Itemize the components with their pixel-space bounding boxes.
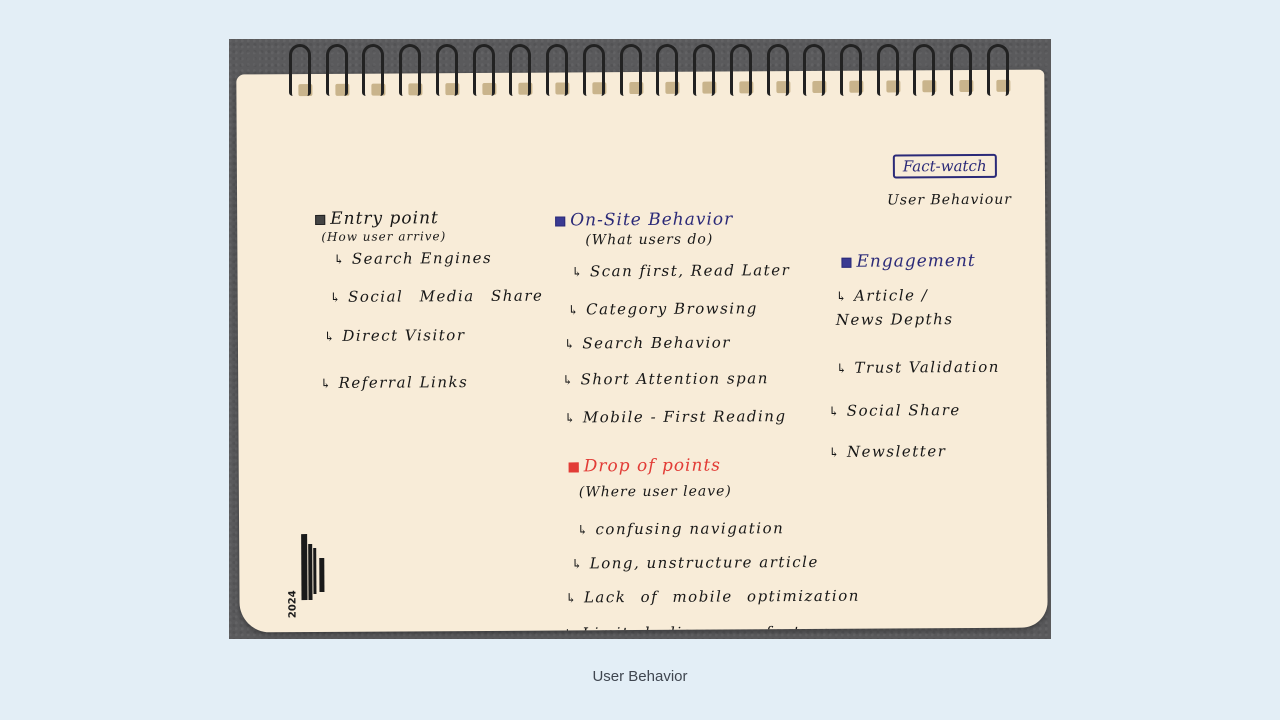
entry-title: Entry point (330, 208, 439, 229)
arrow-icon: ↳ (828, 404, 841, 420)
onsite-item: ↳Short Attention span (562, 369, 769, 389)
dropoff-subtitle: (Where user leave) (578, 483, 732, 501)
arrow-icon: ↳ (571, 265, 584, 281)
onsite-item: ↳Category Browsing (567, 299, 758, 319)
entry-item: ↳Search Engines (333, 248, 493, 268)
entry-item: ↳Direct Visitor (323, 326, 466, 345)
onsite-heading: On-Site Behavior (555, 209, 733, 230)
dropoff-item: ↳confusing navigation (577, 519, 785, 539)
arrow-icon: ↳ (562, 373, 575, 389)
stamp-logo: 2024 (287, 534, 325, 618)
engagement-title: Engagement (856, 250, 976, 272)
onsite-item: ↳Mobile - First Reading (564, 407, 787, 427)
dropoff-item: ↳Limited discovery feature. (564, 623, 838, 633)
dropoff-heading: Drop of points (568, 455, 722, 477)
entry-heading: Entry point (315, 208, 439, 229)
arrow-icon: ↳ (567, 303, 581, 319)
dropoff-title: Drop of points (583, 455, 722, 477)
checkbox-icon (568, 461, 579, 472)
arrow-icon: ↳ (565, 591, 578, 607)
entry-item: ↳Social Media Share (329, 286, 544, 306)
entry-subtitle: (How user arrive) (321, 229, 447, 244)
arrow-icon: ↳ (323, 329, 337, 345)
dropoff-item: ↳Long, unstructure article (571, 552, 819, 573)
arrow-icon: ↳ (835, 289, 849, 305)
engagement-item: ↳Trust Validation (836, 357, 1000, 377)
spiral-binding (289, 44, 1009, 104)
arrow-icon: ↳ (564, 411, 577, 427)
arrow-icon: ↳ (320, 376, 333, 392)
arrow-icon: ↳ (563, 337, 577, 353)
onsite-title: On-Site Behavior (570, 209, 734, 231)
arrow-icon: ↳ (564, 627, 576, 632)
checkbox-icon (315, 214, 326, 225)
svg-text:2024: 2024 (287, 590, 298, 618)
notebook-page: Fact-watch User Behaviour Entry point (H… (236, 69, 1048, 633)
dropoff-item: ↳Lack of mobile optimization (565, 586, 860, 607)
arrow-icon: ↳ (577, 523, 590, 539)
arrow-icon: ↳ (828, 445, 842, 461)
engagement-item: ↳Article / News Depths (835, 286, 954, 329)
tag-subtitle: User Behaviour (887, 191, 1013, 209)
arrow-icon: ↳ (836, 361, 849, 377)
checkbox-icon (841, 257, 852, 268)
onsite-subtitle: (What users do) (585, 231, 714, 249)
arrow-icon: ↳ (329, 290, 343, 306)
entry-item: ↳Referral Links (320, 373, 469, 392)
fact-watch-tag: Fact-watch (892, 153, 997, 179)
onsite-item: ↳Scan first, Read Later (571, 261, 791, 281)
checkbox-icon (555, 215, 566, 227)
image-caption: User Behavior (592, 668, 688, 685)
onsite-item: ↳Search Behavior (563, 333, 731, 353)
engagement-heading: Engagement (841, 250, 976, 272)
notebook-photo: Fact-watch User Behaviour Entry point (H… (229, 39, 1051, 639)
arrow-icon: ↳ (571, 557, 584, 573)
arrow-icon: ↳ (333, 252, 346, 268)
engagement-item: ↳Social Share (828, 401, 961, 420)
engagement-item: ↳Newsletter (828, 442, 947, 461)
